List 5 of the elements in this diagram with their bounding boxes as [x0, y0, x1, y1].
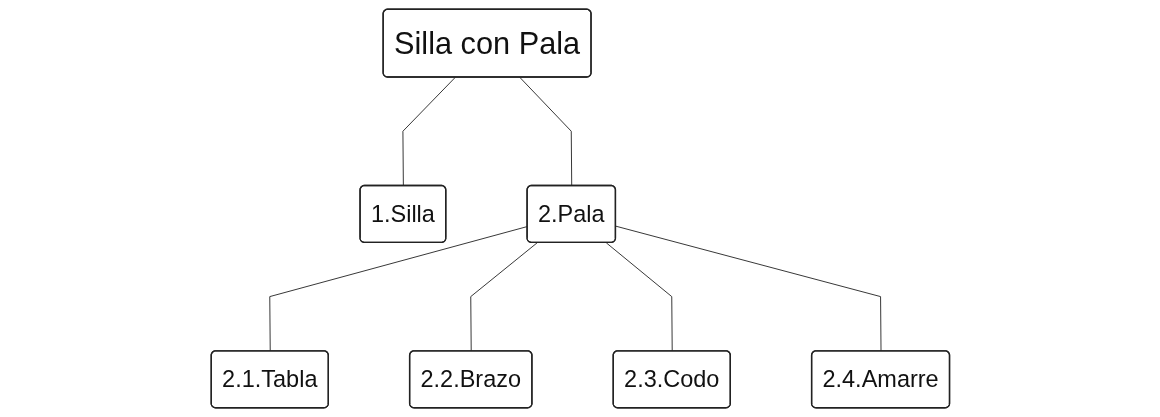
connector — [519, 77, 572, 187]
connector — [469, 242, 538, 352]
connector — [605, 242, 673, 352]
connector — [402, 77, 456, 187]
connector — [615, 225, 882, 352]
